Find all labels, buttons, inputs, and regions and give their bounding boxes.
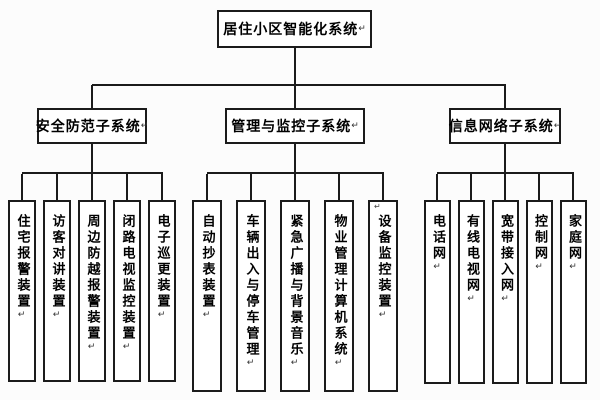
leaf-label: 设备监控装置↵ xyxy=(375,214,391,320)
leaf-label: 宽带接入网↵ xyxy=(498,214,513,304)
leaf-label: 紧急广播与背景音乐↵ xyxy=(287,214,303,368)
connector-leaf-stub xyxy=(21,174,23,200)
connector-leaf-stub xyxy=(338,174,340,200)
leaf-label: 控制网↵ xyxy=(532,214,547,272)
leaf-label: 车辆出入与停车管理↵ xyxy=(243,214,259,368)
connector-branch3-drop xyxy=(504,85,506,108)
branch-security-box: 安全防范子系统↵ xyxy=(35,108,149,144)
connector-leaf-stub xyxy=(504,174,506,200)
root-node-label: 居住小区智能化系统 xyxy=(223,22,359,38)
connector-leaf-stub xyxy=(56,174,58,200)
paragraph-mark: ↵ xyxy=(534,262,544,272)
leaf-telephone-network: 电话网↵ xyxy=(424,200,451,384)
leaf-residential-alarm: 住宅报警装置↵ xyxy=(8,200,36,382)
paragraph-mark: ↵ xyxy=(156,310,167,320)
connector-leaf-stub xyxy=(161,174,163,200)
paragraph-mark: ↵ xyxy=(51,310,62,320)
branch-management-label: 管理与监控子系统 xyxy=(231,119,352,135)
branch-management-box: 管理与监控子系统↵ xyxy=(225,108,365,144)
paragraph-mark: ↵ xyxy=(16,310,27,320)
paragraph-mark: ↵ xyxy=(333,358,344,368)
paragraph-mark: ↵ xyxy=(432,262,442,272)
leaf-vehicle-parking: 车辆出入与停车管理↵ xyxy=(236,200,266,392)
root-node-box: 居住小区智能化系统↵ xyxy=(217,10,372,48)
leaf-label: 电话网↵ xyxy=(430,214,445,272)
paragraph-mark: ↵ xyxy=(568,262,578,272)
connector-branch2-stem xyxy=(294,144,296,173)
connector-leafbus-1 xyxy=(22,172,163,174)
leaf-cable-tv-network: 有线电视网↵ xyxy=(458,200,485,384)
leaf-cctv-monitoring: 闭路电视监控装置↵ xyxy=(113,200,141,382)
branch-security-label: 安全防范子系统 xyxy=(35,119,141,135)
branch-network-box: 信息网络子系统↵ xyxy=(449,108,561,144)
leaf-visitor-intercom: 访客对讲装置↵ xyxy=(43,200,71,382)
connector-branch3-stem xyxy=(504,144,506,173)
leaf-control-network: 控制网↵ xyxy=(526,200,553,384)
connector-level2-bus xyxy=(92,84,506,86)
leaf-label: 家庭网↵ xyxy=(566,214,581,272)
leaf-label: 有线电视网↵ xyxy=(464,214,479,304)
leaf-home-network: 家庭网↵ xyxy=(560,200,587,384)
leaf-broadcast-music: 紧急广播与背景音乐↵ xyxy=(280,200,310,392)
connector-root-drop xyxy=(294,46,296,85)
connector-leafbus-3 xyxy=(437,172,574,174)
leaf-perimeter-alarm: 周边防越报警装置↵ xyxy=(78,200,106,382)
paragraph-mark: ↵ xyxy=(121,342,132,352)
connector-branch1-drop xyxy=(91,85,93,108)
connector-branch1-stem xyxy=(91,144,93,173)
paragraph-mark: ↵ xyxy=(351,121,359,131)
leaf-property-computer: 物业管理计算机系统↵ xyxy=(324,200,354,392)
connector-leaf-stub xyxy=(126,174,128,200)
paragraph-mark: ↵ xyxy=(466,294,476,304)
leaf-electronic-patrol: 电子巡更装置↵ xyxy=(148,200,176,382)
connector-leaf-stub xyxy=(250,174,252,200)
paragraph-mark: ↵ xyxy=(377,310,388,320)
leaf-label: 电子巡更装置↵ xyxy=(154,214,170,320)
paragraph-mark: ↵ xyxy=(289,358,300,368)
paragraph-mark: ↵ xyxy=(86,342,97,352)
leaf-label: 自动抄表装置↵ xyxy=(199,214,215,320)
connector-leaf-stub xyxy=(91,174,93,200)
connector-leaf-stub xyxy=(572,174,574,200)
connector-leaf-stub xyxy=(382,174,384,200)
leaf-label: 闭路电视监控装置↵ xyxy=(119,214,135,352)
connector-leaf-stub xyxy=(470,174,472,200)
connector-leaf-stub xyxy=(436,174,438,200)
leaf-broadband-access: 宽带接入网↵ xyxy=(492,200,519,384)
connector-leaf-stub xyxy=(294,174,296,200)
connector-branch2-drop xyxy=(294,85,296,108)
leaf-equipment-monitoring: 设备监控装置↵ xyxy=(368,200,398,392)
leaf-label: 物业管理计算机系统↵ xyxy=(331,214,347,368)
paragraph-mark-artifact: ↵ xyxy=(374,202,381,211)
leaf-label: 访客对讲装置↵ xyxy=(49,214,65,320)
paragraph-mark: ↵ xyxy=(245,358,256,368)
connector-leafbus-2 xyxy=(207,172,384,174)
leaf-label: 周边防越报警装置↵ xyxy=(84,214,100,352)
leaf-auto-meter-reading: 自动抄表装置↵ xyxy=(192,200,222,392)
paragraph-mark: ↵ xyxy=(201,310,212,320)
connector-leaf-stub xyxy=(538,174,540,200)
leaf-label: 住宅报警装置↵ xyxy=(14,214,30,320)
paragraph-mark: ↵ xyxy=(140,121,149,131)
paragraph-mark: ↵ xyxy=(553,121,562,131)
connector-leaf-stub xyxy=(206,174,208,200)
paragraph-mark: ↵ xyxy=(358,24,366,34)
branch-network-label: 信息网络子系统 xyxy=(448,119,554,135)
paragraph-mark: ↵ xyxy=(500,294,510,304)
